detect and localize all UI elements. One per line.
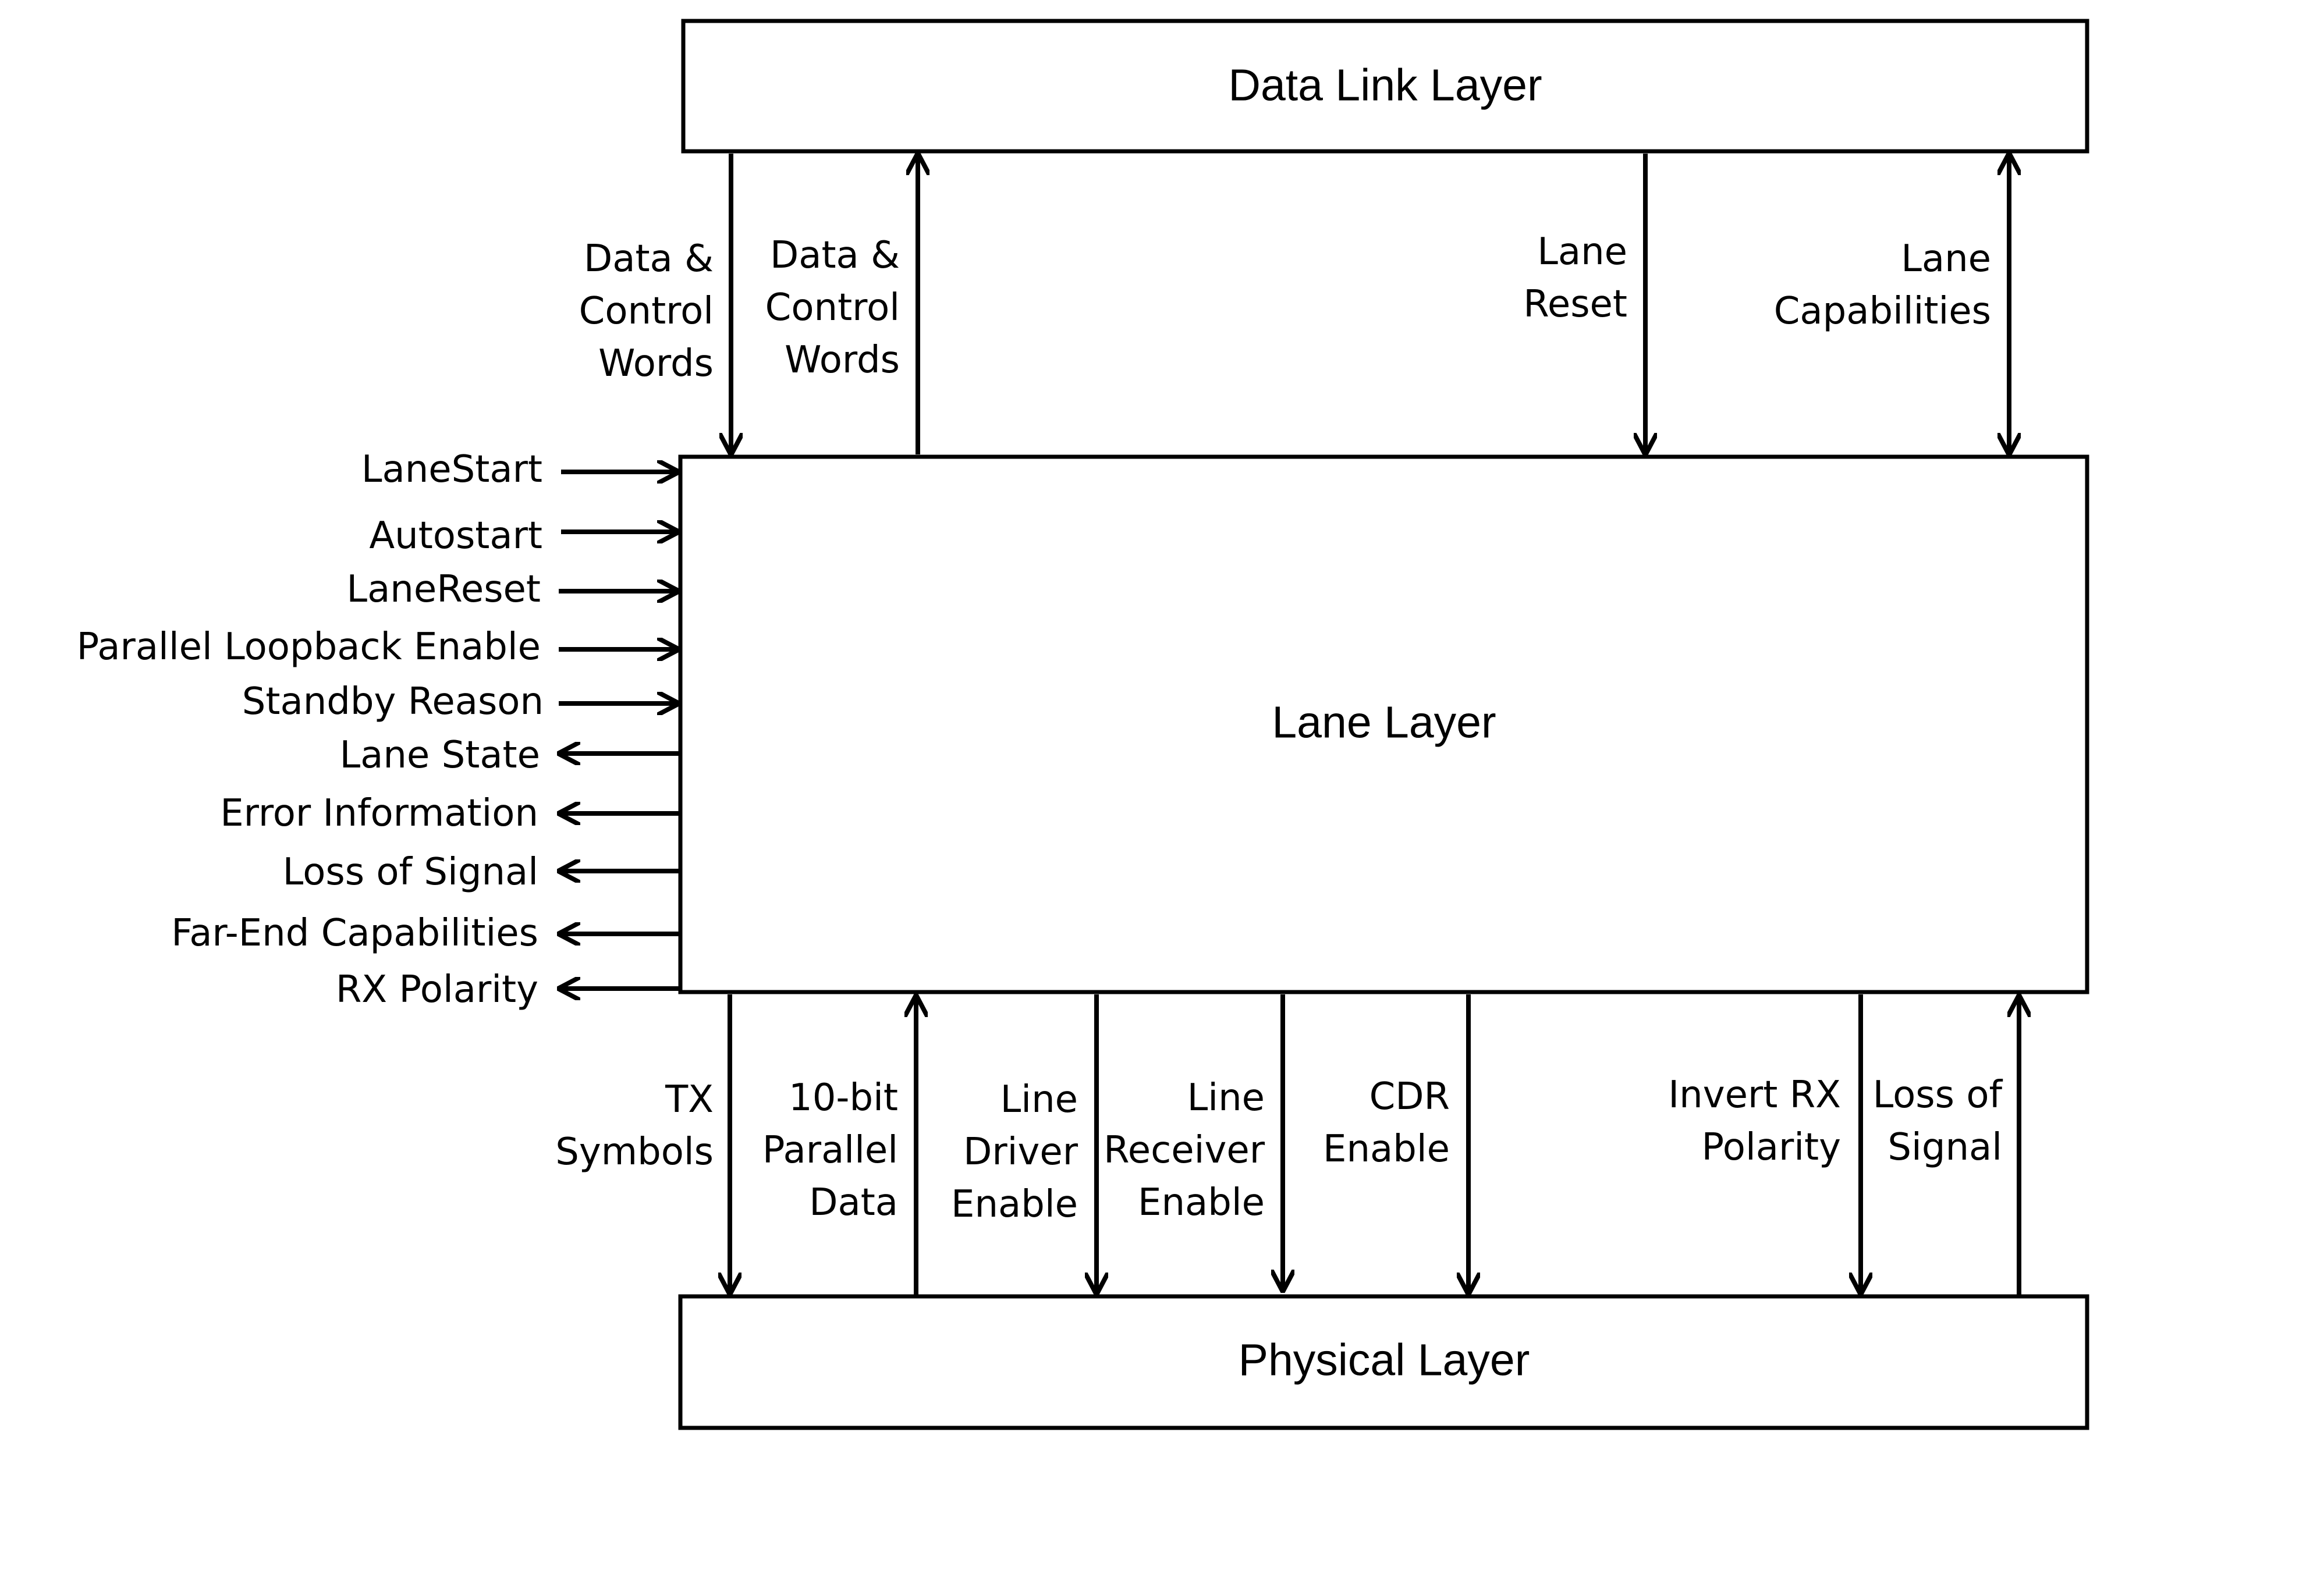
side-output-label: Loss of Signal <box>283 851 538 894</box>
side-output-label: Far-End Capabilities <box>171 912 538 955</box>
side-input-label: Standby Reason <box>242 680 544 723</box>
side-input-label: Parallel Loopback Enable <box>77 625 541 669</box>
svg-text:Words: Words <box>598 342 714 385</box>
svg-text:Reset: Reset <box>1523 283 1627 326</box>
svg-text:Signal: Signal <box>1887 1126 2002 1169</box>
side-input-label: LaneStart <box>361 448 542 491</box>
svg-text:CDR: CDR <box>1369 1075 1450 1118</box>
svg-text:Invert RX: Invert RX <box>1668 1074 1841 1117</box>
side-input-label: Autostart <box>369 514 542 557</box>
svg-text:Words: Words <box>785 339 900 382</box>
svg-text:Loss of: Loss of <box>1873 1074 2003 1117</box>
svg-text:Enable: Enable <box>1138 1181 1265 1224</box>
svg-text:TX: TX <box>665 1078 714 1121</box>
svg-text:Lane: Lane <box>1537 230 1627 273</box>
svg-text:Line: Line <box>1000 1078 1078 1121</box>
svg-text:Line: Line <box>1187 1076 1265 1119</box>
invert-rx-polarity-label: Invert RX Polarity <box>1668 1074 1841 1169</box>
svg-text:Control: Control <box>579 290 714 333</box>
svg-text:Enable: Enable <box>1323 1128 1450 1171</box>
lane-layer-block: Lane Layer <box>678 454 2089 994</box>
data-control-up-label: Data & Control Words <box>765 234 900 382</box>
lane-reset-label: Lane Reset <box>1523 230 1627 326</box>
tx-symbols-label: TX Symbols <box>555 1078 714 1174</box>
side-output-label: Error Information <box>220 792 538 835</box>
side-input-label: LaneReset <box>346 568 541 611</box>
svg-text:Enable: Enable <box>951 1183 1078 1226</box>
lane-layer-label: Lane Layer <box>1272 697 1496 747</box>
svg-text:Data &: Data & <box>584 237 714 280</box>
svg-text:Data: Data <box>809 1181 898 1224</box>
svg-text:Receiver: Receiver <box>1104 1129 1265 1172</box>
line-driver-enable-label: Line Driver Enable <box>951 1078 1078 1226</box>
cdr-enable-label: CDR Enable <box>1323 1075 1450 1171</box>
svg-text:Symbols: Symbols <box>555 1131 714 1174</box>
data-control-down-label: Data & Control Words <box>579 237 714 385</box>
lane-capabilities-label: Lane Capabilities <box>1774 237 1991 333</box>
svg-text:Driver: Driver <box>963 1131 1078 1174</box>
line-receiver-enable-label: Line Receiver Enable <box>1104 1076 1265 1224</box>
svg-text:Data &: Data & <box>770 234 900 277</box>
data-link-layer-block: Data Link Layer <box>681 19 2089 154</box>
svg-text:Parallel: Parallel <box>762 1129 898 1172</box>
loss-of-signal-bottom-label: Loss of Signal <box>1873 1074 2003 1169</box>
svg-text:10-bit: 10-bit <box>789 1076 898 1119</box>
parallel-data-label: 10-bit Parallel Data <box>762 1076 898 1224</box>
side-output-label: Lane State <box>339 734 540 777</box>
side-output-label: RX Polarity <box>336 968 538 1011</box>
svg-text:Capabilities: Capabilities <box>1774 290 1991 333</box>
svg-text:Polarity: Polarity <box>1701 1126 1841 1169</box>
physical-layer-block: Physical Layer <box>678 1294 2089 1430</box>
physical-layer-label: Physical Layer <box>1239 1335 1530 1385</box>
svg-text:Lane: Lane <box>1901 237 1991 280</box>
svg-text:Control: Control <box>765 286 900 329</box>
data-link-layer-label: Data Link Layer <box>1228 60 1542 110</box>
